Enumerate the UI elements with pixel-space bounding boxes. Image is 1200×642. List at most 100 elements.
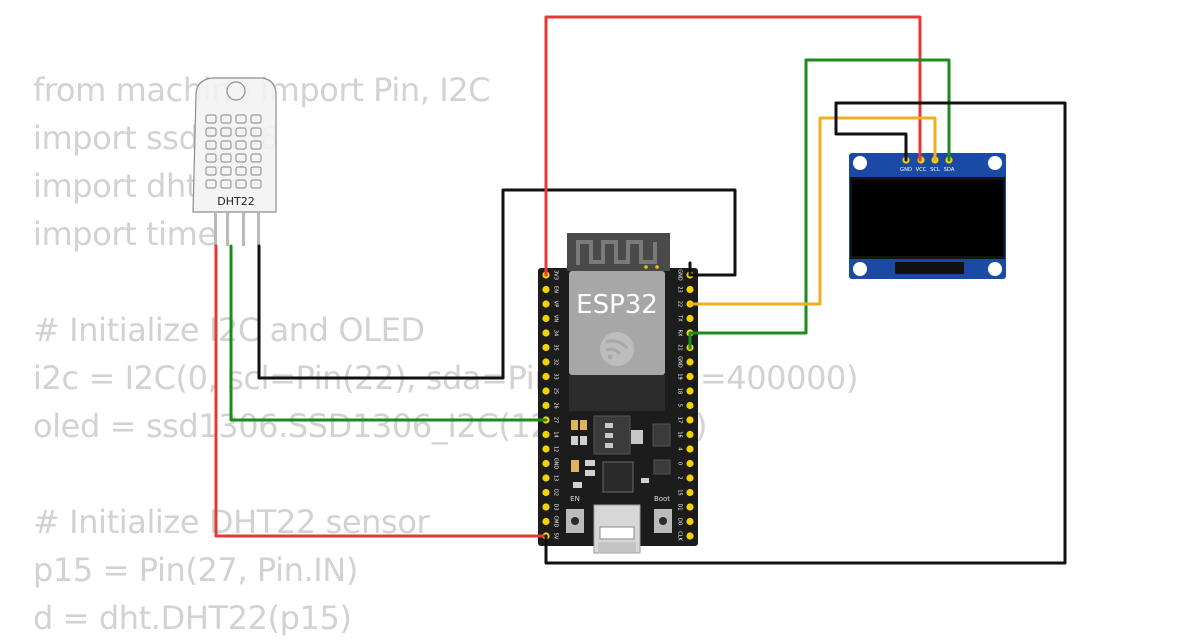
wire-dht-gnd[interactable] <box>257 188 737 380</box>
esp32-pin-19[interactable] <box>686 372 694 381</box>
vent-slot <box>205 127 217 137</box>
antenna-dot <box>644 265 648 269</box>
vent-slot <box>250 140 262 150</box>
oled-pin-label: SDA <box>944 167 955 173</box>
code-line: p15 = Pin(27, Pin.IN) <box>33 551 358 589</box>
vent-slot <box>250 127 262 137</box>
esp32-pin-0[interactable] <box>686 459 694 468</box>
micro-usb-port[interactable] <box>593 504 641 554</box>
esp32-pin-d3[interactable] <box>542 503 550 511</box>
esp32-pin-14[interactable] <box>542 430 550 439</box>
smd-component <box>653 459 671 475</box>
esp32-pin-15[interactable] <box>686 488 694 497</box>
vent-slot <box>250 114 262 124</box>
esp32-pin-d1[interactable] <box>686 503 694 511</box>
esp32-pin-label: 34 <box>553 330 559 336</box>
esp32-pin-label: 3V3 <box>553 270 559 280</box>
regulator-pad <box>605 443 613 448</box>
esp32-pin-gnd[interactable] <box>542 459 550 468</box>
esp32-pin-16[interactable] <box>686 430 694 439</box>
vent-slot <box>205 153 217 163</box>
vent-slot <box>235 140 247 150</box>
esp32-pin-2[interactable] <box>686 474 694 482</box>
esp32-pin-label: 4 <box>677 447 683 450</box>
oled-mount-hole <box>988 262 1002 276</box>
boot-label: Boot <box>654 495 670 503</box>
vent-slot <box>235 179 247 189</box>
esp32-pin-label: 0 <box>677 462 683 465</box>
esp32-antenna-area <box>567 233 670 271</box>
esp32-pin-32[interactable] <box>542 358 550 366</box>
esp32-pin-label: 22 <box>677 301 683 307</box>
esp32-pin-label: GND <box>677 269 683 281</box>
esp32-pin-5[interactable] <box>686 401 694 410</box>
vent-slot <box>220 166 232 176</box>
en-label: EN <box>570 495 580 503</box>
resistor <box>585 460 595 466</box>
vent-slot <box>205 114 217 124</box>
esp32-pin-label: D1 <box>677 503 683 510</box>
code-overlay: from machine import Pin, I2C import ssd1… <box>33 66 858 642</box>
vent-slot <box>250 153 262 163</box>
esp32-pin-d0[interactable] <box>686 517 694 526</box>
esp32-pin-label: D2 <box>553 489 559 496</box>
oled-mount-hole <box>853 156 867 170</box>
vent-slot <box>235 127 247 137</box>
esp32-pin-vp[interactable] <box>542 300 550 308</box>
esp32-pin-26[interactable] <box>542 401 550 410</box>
esp32-pin-12[interactable] <box>542 445 550 453</box>
regulator-pad <box>605 433 613 438</box>
esp32-pin-en[interactable] <box>542 285 550 294</box>
esp32-pin-25[interactable] <box>542 387 550 395</box>
oled-pin-label: SCL <box>930 167 940 173</box>
esp32-pin-cmd[interactable] <box>542 517 550 526</box>
resistor <box>641 478 649 483</box>
esp32-pin-4[interactable] <box>686 445 694 453</box>
esp32-pin-gnd[interactable] <box>686 358 694 366</box>
code-line: import time <box>33 215 217 253</box>
esp32-pin-label: 5 <box>677 404 683 407</box>
dht22-sensor[interactable]: DHT22 <box>192 77 277 246</box>
esp32-pin-35[interactable] <box>542 343 550 352</box>
esp32-pin-18[interactable] <box>686 387 694 395</box>
esp32-pin-23[interactable] <box>686 285 694 294</box>
dht22-label: DHT22 <box>217 195 254 208</box>
esp32-pin-label: 32 <box>553 359 559 365</box>
vent-slot <box>250 179 262 189</box>
oled-mount-hole <box>988 156 1002 170</box>
wire-dht-vcc-to-5v[interactable] <box>214 244 548 538</box>
esp32-board[interactable]: ESP32 EN Boot <box>538 233 698 554</box>
wire-oled-vcc-to-3v3[interactable] <box>544 15 922 277</box>
wire-oled-gnd-loop[interactable] <box>544 101 1067 565</box>
vent-slot <box>205 140 217 150</box>
esp32-pin-13[interactable] <box>542 474 550 482</box>
esp32-pin-tx[interactable] <box>686 314 694 323</box>
esp32-pin-34[interactable] <box>542 329 550 337</box>
wire-oled-scl-to-gpio22[interactable] <box>688 116 937 306</box>
vent-slot <box>220 114 232 124</box>
dht22-pin-data <box>226 212 229 246</box>
wire-oled-sda-to-gpio21[interactable] <box>688 58 951 350</box>
boot-button-cap[interactable] <box>659 517 667 525</box>
code-line: import dht <box>33 167 198 205</box>
wires <box>214 15 1067 565</box>
esp32-pin-d2[interactable] <box>542 488 550 497</box>
esp32-pin-17[interactable] <box>686 416 694 424</box>
esp32-pin-label: CLK <box>677 531 683 541</box>
wire-dht-data-to-gpio27[interactable] <box>229 244 548 422</box>
esp32-pin-label: 12 <box>553 446 559 452</box>
esp32-pin-clk[interactable] <box>686 532 694 540</box>
vent-slot <box>235 153 247 163</box>
esp32-pin-label: 25 <box>553 388 559 394</box>
en-button-cap[interactable] <box>571 517 579 525</box>
esp32-pin-label: 14 <box>553 431 559 437</box>
vent-slot <box>205 166 217 176</box>
vent-slot <box>220 140 232 150</box>
esp32-pin-33[interactable] <box>542 372 550 381</box>
esp32-pin-label: 19 <box>677 373 683 379</box>
esp32-pin-vn[interactable] <box>542 314 550 323</box>
smd-component <box>652 423 671 447</box>
dht22-pin-gnd <box>257 212 260 246</box>
